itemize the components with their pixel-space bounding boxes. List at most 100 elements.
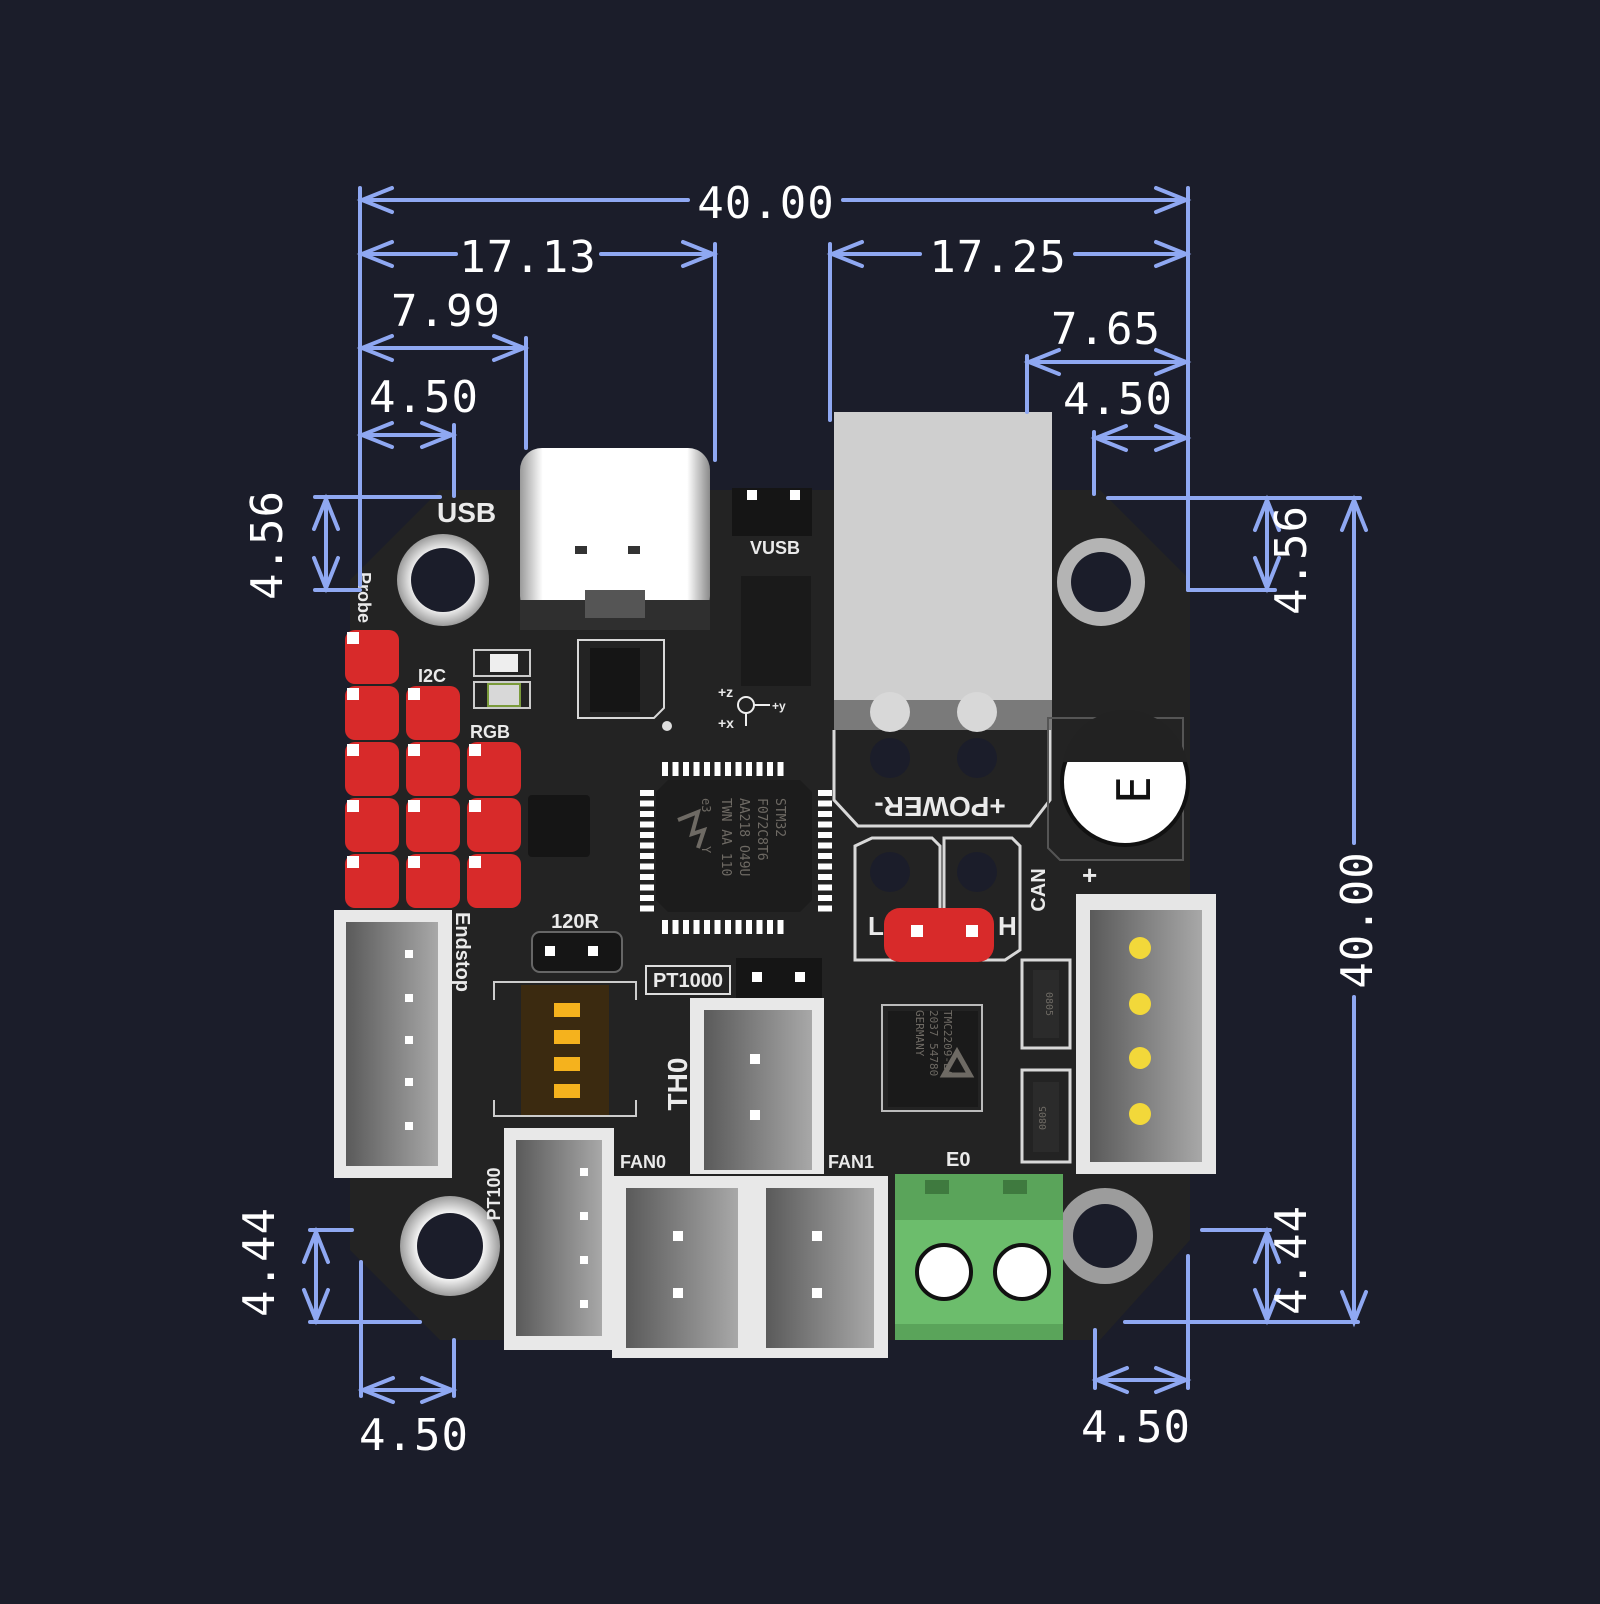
driver-line-1: TMC2209-LA — [941, 1010, 954, 1077]
dim-right-to-power-left: 17.25 — [929, 232, 1066, 283]
mounting-hole-bottom-left — [400, 1196, 500, 1296]
axis-indicator — [737, 696, 770, 726]
rgb-label: RGB — [470, 722, 510, 742]
capacitor-mark: E — [1107, 776, 1161, 804]
driver-marking: TMC2209-LA 2037 54780 GERMANY — [913, 1010, 954, 1077]
i2c-label: I2C — [418, 666, 446, 686]
mcu-y-mark: Y — [699, 846, 713, 854]
mcu-pin — [746, 920, 752, 934]
mcu-pin — [672, 920, 679, 934]
vusb-label: VUSB — [750, 538, 800, 558]
can-h-label: H — [998, 911, 1017, 941]
pt100-label: PT100 — [484, 1167, 504, 1220]
dimension-lines — [302, 186, 1368, 1404]
dim-right-to-cap-left: 7.65 — [1051, 304, 1161, 355]
header-pin — [347, 632, 359, 644]
mcu-pin — [662, 762, 668, 776]
header-pin — [347, 856, 359, 868]
motor-connector — [1076, 894, 1216, 1174]
mcu-pin — [693, 920, 700, 934]
pt1000-jumper — [736, 958, 822, 998]
pt1000-label: PT1000 — [653, 970, 723, 992]
mcu-pin — [777, 762, 784, 776]
dim-bottom-right-hole-x: 4.50 — [1081, 1402, 1191, 1453]
mcu-pin — [640, 874, 654, 880]
power-label: +POWER- — [874, 791, 1005, 822]
mcu-pin — [640, 853, 654, 859]
header-pin — [408, 688, 420, 700]
pt100-connector — [504, 1128, 614, 1350]
dim-top-left-hole-x: 4.50 — [369, 372, 479, 423]
mcu-pin — [725, 762, 731, 776]
status-leds — [473, 649, 531, 709]
mcu-pin — [818, 821, 832, 828]
th0-label: TH0 — [662, 1058, 693, 1111]
endstop-label: Endstop — [451, 912, 473, 992]
mcu-pin — [818, 800, 832, 807]
mcu-pin — [725, 920, 731, 934]
mcu-pin — [735, 762, 742, 776]
mcu-pin — [818, 884, 832, 891]
dim-overall-height: 40.00 — [1332, 851, 1383, 988]
dim-bottom-left-hole-x: 4.50 — [359, 1410, 469, 1461]
can-pads — [853, 836, 1022, 962]
driver-line-2: 2037 54780 — [927, 1010, 940, 1076]
pt1000-label-box — [645, 965, 731, 995]
axis-x-label: +x — [718, 715, 734, 731]
header-pin — [408, 744, 420, 756]
dim-left-to-usb-right: 17.13 — [459, 232, 596, 283]
heater-terminal-block — [895, 1174, 1063, 1340]
mcu-marking: STM32 F072C8T6 AA218 O49U TWN AA 110 e3 … — [699, 798, 787, 876]
dim-top-left-hole-y: 4.56 — [242, 490, 293, 600]
mcu-pin — [818, 905, 832, 912]
dim-overall-width: 40.00 — [697, 178, 834, 229]
dip-switch — [493, 981, 637, 1117]
mcu-pin — [818, 874, 832, 880]
regulator-chip — [741, 576, 811, 686]
mcu-pin — [640, 905, 654, 912]
mcu-line-4: TWN AA 110 — [718, 798, 733, 876]
mcu-pin — [818, 863, 832, 870]
can-l-label: L — [868, 911, 884, 941]
power-connector — [834, 412, 1052, 732]
mcu-pin — [818, 832, 832, 838]
fan1-connector — [752, 1176, 888, 1358]
header-pin — [408, 856, 420, 868]
mcu-line-2: F072C8T6 — [754, 798, 769, 861]
mcu-line-1: STM32 — [772, 798, 787, 837]
th0-connector — [690, 998, 824, 1174]
header-probe — [345, 630, 399, 908]
e0-label: E0 — [946, 1149, 970, 1171]
usb-label: USB — [437, 497, 496, 528]
capacitor-plus-label: + — [1082, 860, 1097, 890]
mcu-pin — [693, 762, 700, 776]
driver-line-3: GERMANY — [913, 1010, 926, 1057]
diode-b-label: 0805 — [1038, 1106, 1049, 1130]
diode-a — [1020, 958, 1072, 1050]
can-label: CAN — [1028, 868, 1050, 911]
120r-label: 120R — [551, 911, 599, 933]
mcu-pin — [640, 832, 654, 838]
mcu-pin — [640, 884, 654, 891]
mcu-pin — [818, 790, 832, 796]
vusb-jumper — [732, 488, 812, 536]
mcu-chip — [640, 762, 832, 934]
header-rgb — [467, 742, 521, 908]
mcu-pin — [683, 762, 689, 776]
mcu-pin — [818, 853, 832, 859]
mcu-pin — [704, 920, 710, 934]
mcu-pin — [640, 790, 654, 796]
power-pads — [832, 730, 1052, 828]
mounting-hole-top-left — [397, 534, 489, 626]
dim-bottom-left-hole-y: 4.44 — [234, 1207, 285, 1317]
mcu-pin — [683, 920, 689, 934]
dim-bottom-right-hole-y: 4.44 — [1266, 1205, 1317, 1315]
mcu-pin — [714, 920, 721, 934]
mcu-pin — [818, 842, 832, 849]
can-jumper — [884, 908, 994, 962]
dim-top-right-hole-x: 4.50 — [1063, 374, 1173, 425]
mcu-pin — [767, 920, 773, 934]
mcu-pin — [777, 920, 784, 934]
dim-top-right-hole-y: 4.56 — [1266, 505, 1317, 615]
